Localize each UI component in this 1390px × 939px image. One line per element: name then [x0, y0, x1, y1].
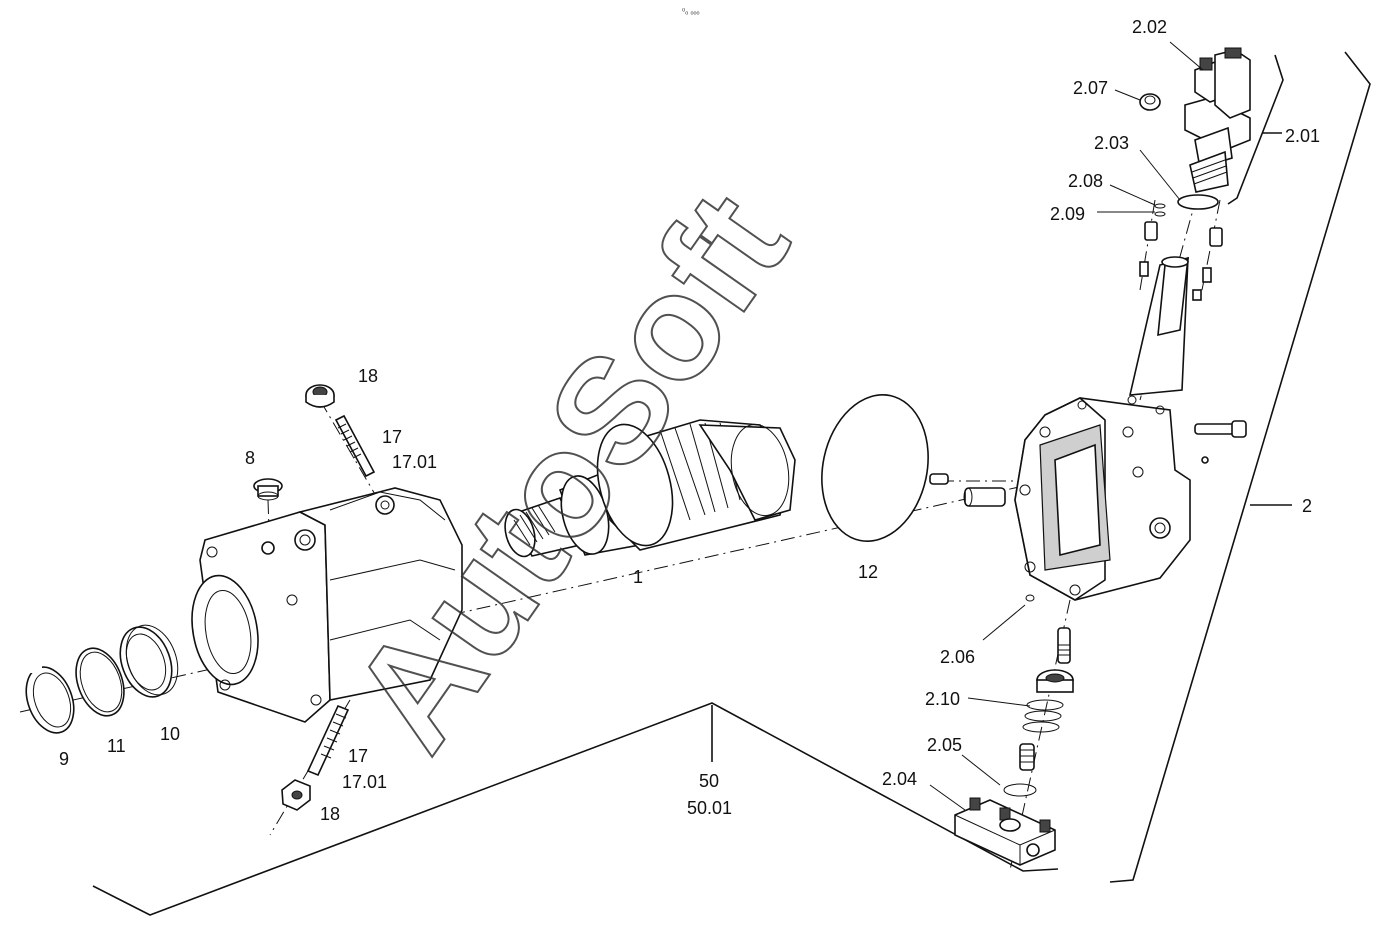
pin: [929, 473, 949, 485]
small-rings-2-08-2-09: [1154, 203, 1166, 217]
valve-insert-2-10: [1022, 669, 1074, 733]
label-2-01: 2.01: [1285, 126, 1320, 146]
pin-2-06: [1057, 627, 1071, 664]
bushing: [963, 487, 1006, 507]
label-17-top: 17: [382, 427, 402, 447]
label-2-08: 2.08: [1068, 171, 1103, 191]
stud-17-bottom: [306, 704, 350, 777]
valve-spool: [1128, 256, 1189, 396]
label-1: 1: [633, 567, 643, 587]
label-2-07: 2.07: [1073, 78, 1108, 98]
o-ring-2-03: [1177, 194, 1219, 210]
group-bracket-2: [1109, 51, 1371, 883]
screw-centerline-left: [1139, 199, 1156, 291]
label-2-02: 2.02: [1132, 17, 1167, 37]
seal-ring-11: [75, 647, 125, 717]
plug-2-07: [1139, 93, 1161, 111]
cap-screw: [1194, 420, 1247, 438]
control-valve-2-01: [1184, 47, 1251, 193]
label-2-06: 2.06: [940, 647, 975, 667]
label-11: 11: [107, 736, 126, 756]
label-12: 12: [858, 562, 878, 582]
shaft-seal-10: [119, 624, 179, 698]
label-50-01: 50.01: [687, 798, 732, 818]
label-2-09: 2.09: [1050, 204, 1085, 224]
label-2: 2: [1302, 496, 1312, 516]
label-2-04: 2.04: [882, 769, 917, 789]
label-8: 8: [245, 448, 255, 468]
label-18-top: 18: [358, 366, 378, 386]
stud-17-top: [334, 414, 376, 478]
nut-18-bottom: [281, 779, 311, 811]
label-50: 50: [699, 771, 719, 791]
main-axis-centerline: [19, 479, 1051, 713]
label-9: 9: [59, 749, 69, 769]
group-bracket-2-01: [1227, 54, 1284, 205]
nut-18-top: [305, 384, 335, 408]
port-plate-housing-2: [1014, 395, 1209, 601]
label-2-03: 2.03: [1094, 133, 1129, 153]
o-ring-2-06: [1025, 594, 1035, 602]
o-ring-12: [821, 394, 929, 542]
label-17-01-bottom: 17.01: [342, 772, 387, 792]
part-labels: 2.02 2.07 2.01 2.03 2.08 2.09 2 18 17 17…: [59, 17, 1320, 824]
rotary-group-1: [504, 419, 796, 558]
screw-centerline-right: [1199, 199, 1221, 301]
retaining-ring-9: [25, 665, 75, 734]
label-17-01-top: 17.01: [392, 452, 437, 472]
label-2-05: 2.05: [927, 735, 962, 755]
motor-housing: [191, 487, 463, 723]
label-10: 10: [160, 724, 180, 744]
label-17-bottom: 17: [348, 746, 368, 766]
label-18-bottom: 18: [320, 804, 340, 824]
group-bracket-50: [92, 702, 1059, 916]
cover-plate-2-04: [954, 797, 1056, 866]
leader-lines: [929, 41, 1204, 811]
screw-2-05: [1003, 743, 1037, 797]
plug-8: [253, 478, 283, 501]
header-marks: ⁰ₒ ₒₒₒ: [682, 7, 700, 16]
label-2-10: 2.10: [925, 689, 960, 709]
valve-screws: [1139, 221, 1223, 301]
